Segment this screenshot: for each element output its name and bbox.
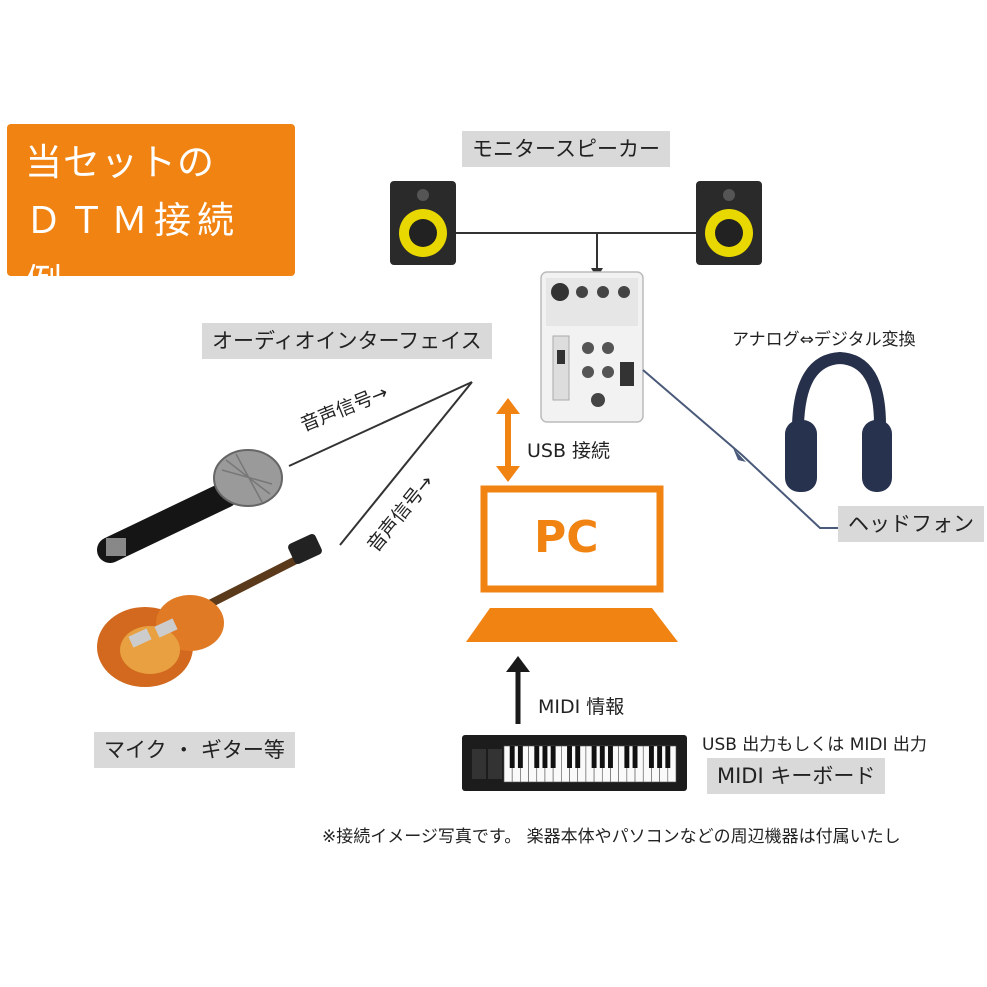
- black-key: [517, 746, 523, 768]
- black-key: [624, 746, 630, 768]
- title-line1: 当セットの: [25, 141, 215, 184]
- pc-base: [466, 608, 678, 642]
- black-key: [567, 746, 572, 768]
- black-key: [657, 746, 663, 768]
- monitor-speaker-label: モニタースピーカー: [462, 131, 670, 167]
- midi-info-label: MIDI 情報: [538, 696, 625, 718]
- pc-monitor: [480, 485, 664, 593]
- black-key: [509, 746, 515, 768]
- adc-label: アナログ⇔デジタル変換: [732, 330, 916, 350]
- black-key: [591, 746, 597, 768]
- left-speaker-icon: [390, 181, 456, 265]
- disclaimer-note: ※接続イメージ写真です。 楽器本体やパソコンなどの周辺機器は付属いたし: [322, 827, 901, 847]
- midi-arrow: [506, 656, 530, 724]
- audio-interface-icon: [540, 271, 644, 423]
- black-key: [608, 746, 613, 768]
- usb-midi-output-label: USB 出力もしくは MIDI 出力: [702, 735, 927, 755]
- audio-interface-label: オーディオインターフェイス: [202, 323, 492, 359]
- mic-guitar-label: マイク ・ ギター等: [94, 732, 295, 768]
- microphone-icon: [97, 449, 283, 563]
- black-key: [648, 746, 654, 768]
- right-speaker-icon: [696, 181, 762, 265]
- guitar-signal-line: [339, 381, 473, 546]
- midi-keyboard-label: MIDI キーボード: [707, 758, 886, 794]
- black-key: [534, 746, 540, 768]
- title-line2: ＤＴＭ接続例: [25, 199, 240, 304]
- black-key: [575, 746, 581, 768]
- headphones-label: ヘッドフォン: [838, 506, 984, 542]
- usb-arrow: [496, 398, 520, 482]
- mic-signal-line: [288, 381, 473, 467]
- black-key: [542, 746, 548, 768]
- black-key: [550, 746, 556, 768]
- headphone-cable: [642, 369, 840, 529]
- cable-arrow: [733, 448, 746, 462]
- headphones-icon: [785, 351, 892, 492]
- black-key: [632, 746, 638, 768]
- pc-label: PC: [534, 512, 599, 563]
- usb-label: USB 接続: [527, 440, 611, 462]
- title-box: 当セットの ＤＴＭ接続例: [7, 124, 295, 304]
- guitar-icon: [97, 534, 322, 687]
- black-key: [665, 746, 671, 768]
- black-key: [599, 746, 605, 768]
